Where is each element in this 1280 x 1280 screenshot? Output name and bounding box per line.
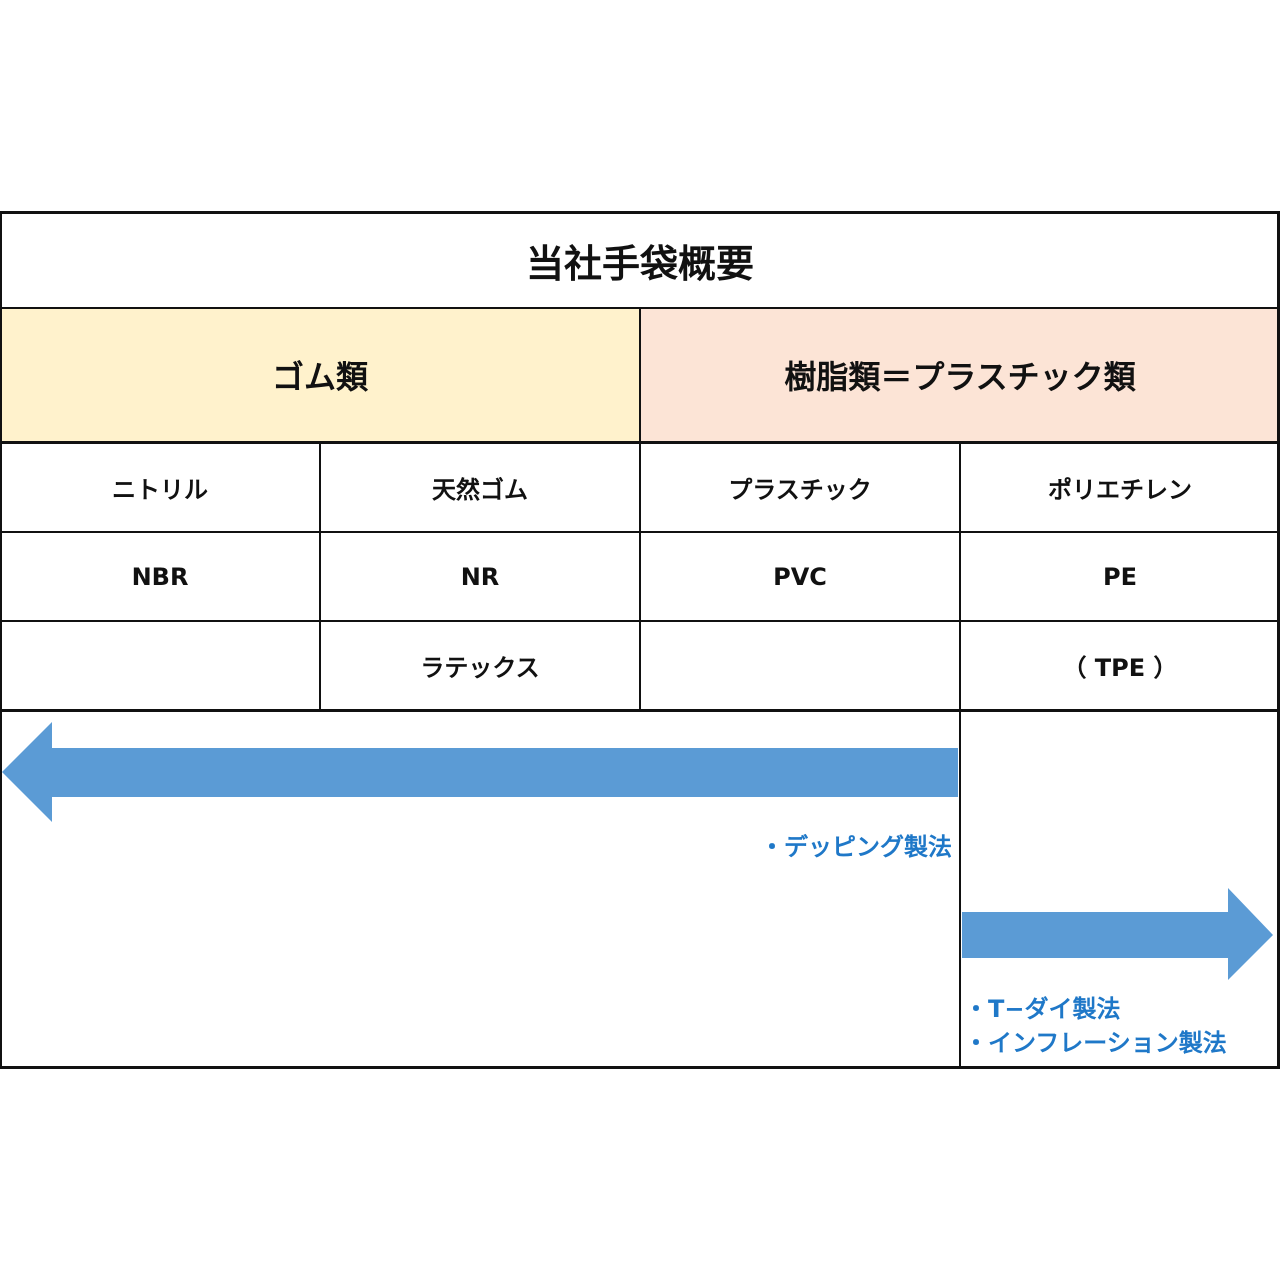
border (959, 442, 961, 1068)
material-name: ニトリル (112, 475, 208, 504)
border (0, 211, 2, 1069)
inflation-method-label: ・インフレーション製法 (964, 1029, 1227, 1057)
border (0, 709, 1280, 712)
border (1277, 211, 1280, 1069)
left-arrow-icon (2, 722, 958, 822)
material-code: PE (1103, 562, 1137, 591)
material-name: 天然ゴム (432, 475, 528, 504)
material-name: プラスチック (728, 475, 872, 504)
tdie-method-label: ・T−ダイ製法 (964, 995, 1121, 1023)
category-resin: 樹脂類＝プラスチック類 (640, 308, 1280, 442)
material-extra: （ TPE ） (1062, 654, 1178, 682)
border (0, 211, 1280, 214)
right-arrow-icon (962, 888, 1273, 980)
category-rubber: ゴム類 (0, 308, 640, 442)
material-name: ポリエチレン (1048, 475, 1192, 504)
material-code: NR (460, 562, 500, 591)
material-code: PVC (773, 562, 827, 591)
border (319, 442, 321, 710)
material-code: NBR (131, 562, 189, 591)
table-title: 当社手袋概要 (525, 241, 754, 286)
border (639, 308, 641, 710)
border (0, 1066, 1280, 1069)
material-extra: ラテックス (420, 654, 540, 682)
dipping-method-label: ・デッピング製法 (760, 833, 952, 861)
